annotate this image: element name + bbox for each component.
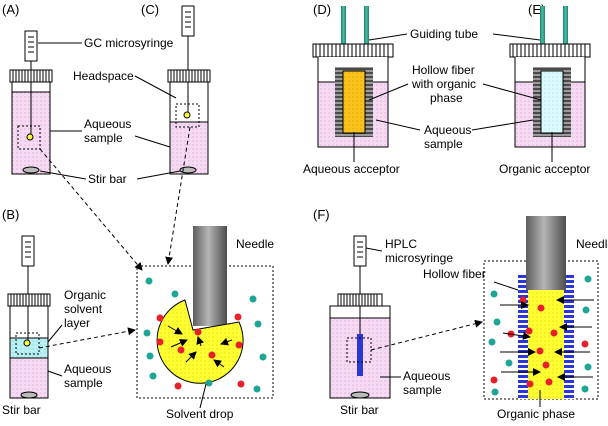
zoom-hollow-fiber: [483, 216, 599, 400]
label-hollow-fiber-organic-3: phase: [430, 91, 463, 105]
vial-d: [312, 6, 394, 148]
organic-acceptor-e: [540, 70, 564, 134]
label-headspace: Headspace: [73, 69, 134, 83]
label-organic-acceptor: Organic acceptor: [499, 162, 590, 176]
label-hollow-fiber-organic-2: with organic: [411, 77, 476, 91]
label-aqueous-sample-f-2: sample: [403, 383, 442, 397]
panel-label-d: (D): [313, 2, 331, 17]
label-organic-phase: Organic phase: [497, 407, 575, 421]
stir-bar-c: [179, 166, 197, 174]
label-hplc-1: HPLC: [385, 237, 417, 251]
label-solvent-drop: Solvent drop: [166, 407, 234, 421]
label-organic-3: layer: [64, 316, 90, 330]
guide-tube-e-right: [563, 6, 568, 44]
vial-b: [7, 235, 51, 399]
label-aqueous-sample-a-2: sample: [84, 131, 123, 145]
label-organic-2: solvent: [64, 302, 103, 316]
syringe-barrel-f: [353, 235, 367, 267]
label-aqueous-sample-de-2: sample: [424, 137, 463, 151]
vial-cap-e: [509, 43, 591, 58]
stir-bar-a: [22, 166, 40, 174]
guide-tube-e-left: [540, 6, 545, 44]
label-stir-bar-ac: Stir bar: [88, 172, 127, 186]
guide-tube-d-right: [364, 6, 369, 44]
fiber-wall-right: [564, 275, 574, 399]
panel-label-c: (C): [141, 2, 159, 17]
label-guiding-tube: Guiding tube: [410, 27, 478, 41]
label-stir-bar-b: Stir bar: [2, 403, 41, 417]
aqueous-sample-c: [169, 121, 209, 175]
vial-c: [167, 5, 211, 175]
syringe-barrel-a: [24, 30, 38, 62]
label-needle-fiber: Needle: [576, 237, 608, 251]
stir-bar-f: [350, 391, 370, 399]
aqueous-sample-b: [9, 357, 49, 399]
label-hollow-fiber-organic-1: Hollow fiber: [412, 63, 475, 77]
hollow-fiber-f: [357, 334, 363, 376]
label-aqueous-sample-a-1: Aqueous: [84, 117, 131, 131]
syringe-barrel-b: [21, 235, 35, 267]
aqueous-acceptor-d: [342, 70, 366, 134]
solvent-drop-c: [183, 111, 191, 119]
label-aqueous-sample-b-2: sample: [64, 376, 103, 390]
needle-fiber: [526, 216, 566, 290]
solvent-drop-b: [23, 339, 31, 347]
label-gc-microsyringe: GC microsyringe: [84, 36, 174, 50]
label-aqueous-sample-b-1: Aqueous: [64, 362, 111, 376]
vial-a: [9, 30, 53, 175]
vial-cap-d: [312, 43, 394, 58]
vial-f: [329, 235, 391, 399]
fiber-wall-left: [518, 275, 528, 399]
guide-tube-d-left: [341, 6, 346, 44]
vial-e: [509, 6, 591, 148]
panel-label-a: (A): [2, 2, 19, 17]
label-aqueous-sample-f-1: Aqueous: [403, 369, 450, 383]
syringe-barrel-c: [181, 5, 195, 37]
stir-bar-b: [20, 391, 38, 399]
label-aqueous-acceptor: Aqueous acceptor: [303, 162, 400, 176]
panel-label-f: (F): [313, 207, 330, 222]
label-needle-drop: Needle: [236, 237, 274, 251]
solvent-drop-a: [26, 133, 34, 141]
panel-label-b: (B): [2, 207, 19, 222]
label-organic-1: Organic: [64, 288, 106, 302]
label-aqueous-sample-de-1: Aqueous: [424, 123, 471, 137]
matrix-dot: [145, 277, 153, 285]
label-hollow-fiber: Hollow fiber: [423, 267, 486, 281]
analyte-dot: [194, 328, 202, 336]
zoom-solvent-drop: [136, 226, 274, 399]
label-hplc-2: microsyringe: [385, 251, 453, 265]
vial-cap-f: [337, 293, 383, 307]
label-stir-bar-f: Stir bar: [340, 403, 379, 417]
